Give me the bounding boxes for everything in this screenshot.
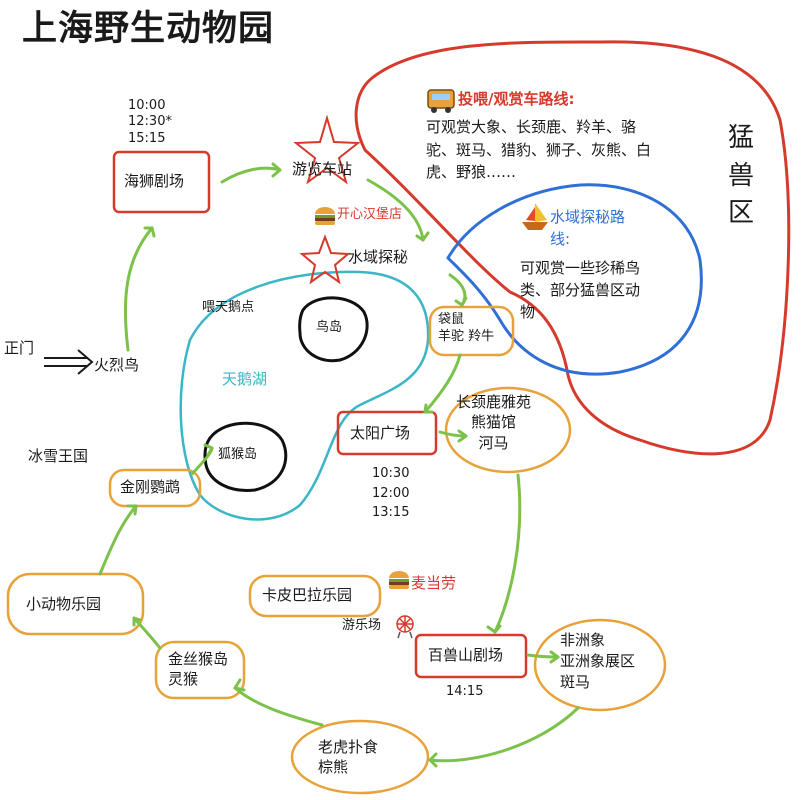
africa-box [533, 618, 667, 712]
arrowhead [203, 443, 214, 457]
giraffe-group-label: 长颈鹿雅苑 熊猫馆 河马 [456, 393, 532, 452]
page-title: 上海野生动物园 [22, 9, 275, 49]
bird-island-label: 鸟岛 [316, 320, 343, 335]
sealion-theater-box [112, 150, 211, 214]
capybara-label: 卡皮巴拉乐园 [262, 586, 353, 604]
tiger-box [290, 719, 430, 795]
bird-island-outline [298, 296, 369, 363]
tour-station-label: 游览车站 [292, 160, 353, 178]
route-africa-tiger [428, 706, 580, 763]
water-zone-outline [446, 183, 703, 376]
macaw-box [108, 468, 202, 508]
route-giraffe-beast [493, 473, 522, 634]
boat-icon [522, 203, 548, 230]
kaixin-burger-label: 开心汉堡店 [337, 207, 403, 222]
entrance-arrow [44, 349, 94, 375]
arrowhead [486, 624, 502, 634]
arrowhead [126, 504, 138, 516]
arrowhead [428, 752, 438, 768]
arrowhead [423, 403, 434, 414]
arrowhead [457, 429, 468, 443]
arrowhead [271, 162, 282, 178]
entrance-label: 正门 [4, 339, 35, 357]
swan-lake-label: 天鹅湖 [222, 370, 268, 388]
beast-theater-label: 百兽山剧场 [428, 646, 504, 664]
arrowhead [454, 296, 468, 307]
monkey-island-label: 狐猴岛 [218, 447, 258, 462]
route-flamingo-sealion [123, 226, 154, 352]
sun-plaza-box [336, 410, 438, 456]
playground-label: 游乐场 [342, 618, 382, 633]
macaw-label: 金刚鹦鹉 [120, 478, 181, 496]
golden-monkey-box [154, 640, 246, 700]
beast-theater-time: 14:15 [446, 684, 484, 699]
predator-zone-outline [354, 40, 791, 456]
bus-route-title: 投喂/观赏车路线: [458, 90, 575, 108]
star-icon [299, 234, 351, 285]
star-icon [293, 114, 361, 185]
sealion-theater-label: 海狮剧场 [124, 172, 185, 190]
route-tiger-golden [233, 686, 324, 727]
ice-kingdom-label: 冰雪王国 [28, 447, 89, 465]
small-animals-box [6, 572, 145, 636]
predator-zone-label: 猛 兽 区 [728, 123, 755, 229]
sun-plaza-times: 10:30 12:00 13:15 [372, 466, 410, 520]
route-kangaroo-sun [423, 353, 462, 414]
kangaroo-box [428, 305, 515, 357]
flamingo-label: 火烈鸟 [94, 356, 140, 374]
arrowhead [132, 616, 142, 627]
water-route-desc: 可观赏一些珍稀鸟 类、部分猛兽区动 物 [520, 259, 641, 321]
africa-label: 非洲象 亚洲象展区 斑马 [560, 631, 636, 691]
arrowhead [233, 678, 246, 692]
arrowhead [415, 231, 430, 242]
route-station-water [366, 178, 425, 242]
route-golden-small [132, 616, 162, 650]
arrowhead [549, 650, 560, 664]
burger-icon [315, 207, 335, 225]
route-sealion-station [220, 166, 282, 184]
arrowhead [143, 226, 156, 238]
kangaroo-alpaca-label: 袋鼠 羊驼 羚牛 [438, 312, 495, 344]
giraffe-box [444, 386, 572, 474]
burger-icon [389, 571, 409, 589]
beast-theater-box [414, 633, 528, 679]
feed-swan-label: 喂天鹅点 [202, 300, 255, 315]
water-explore-label: 水域探秘 [348, 248, 409, 266]
tiger-label: 老虎扑食 棕熊 [318, 738, 379, 776]
mcd-label: 麦当劳 [411, 574, 457, 592]
ferris-wheel-icon [396, 615, 414, 639]
bus-route-desc: 可观赏大象、长颈鹿、羚羊、骆 驼、斑马、猎豹、狮子、灰熊、白 虎、野狼…… [426, 118, 652, 181]
route-small-macaw [98, 504, 138, 576]
water-route-title: 水域探秘路 线: [550, 208, 626, 248]
sealion-times: 10:00 12:30* 15:15 [128, 98, 172, 146]
capybara-box [248, 574, 382, 618]
golden-monkey-label: 金丝猴岛 灵猴 [168, 650, 229, 688]
bus-icon [427, 89, 455, 113]
sun-plaza-label: 太阳广场 [350, 424, 411, 442]
small-animals-label: 小动物乐园 [26, 595, 102, 613]
